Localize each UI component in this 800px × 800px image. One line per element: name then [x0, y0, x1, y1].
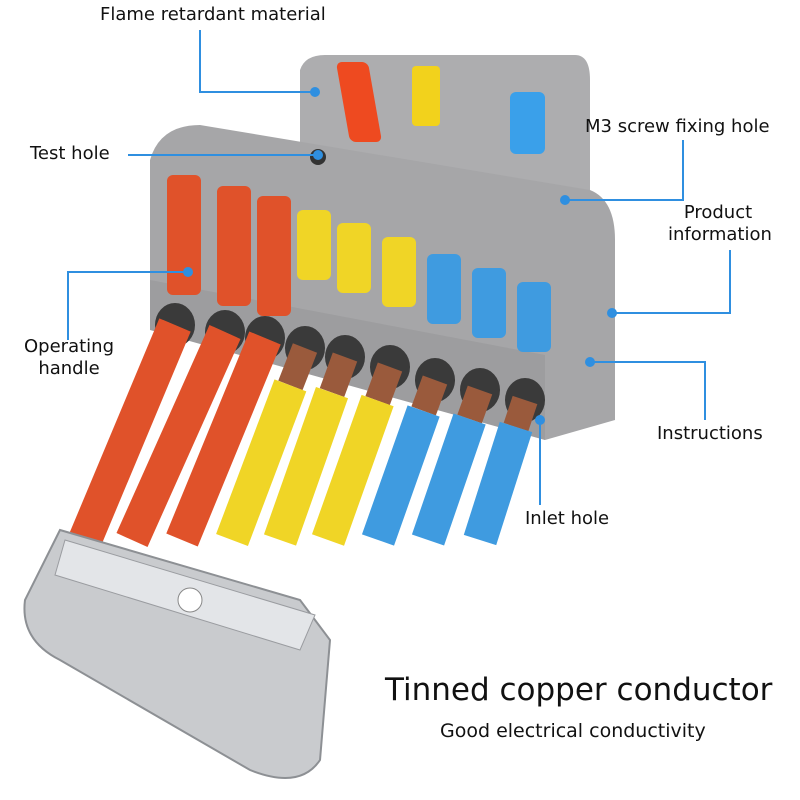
copper-core-5 — [319, 352, 358, 398]
blue-wire-8 — [411, 413, 486, 546]
clip-hole — [177, 587, 203, 613]
yellow-operating-handle-4[interactable] — [297, 210, 331, 280]
blue-wire-9 — [463, 421, 533, 546]
blue-operating-handle-7[interactable] — [427, 254, 461, 324]
yellow-operating-handle-5[interactable] — [337, 223, 371, 293]
caption-title: Tinned copper conductor — [385, 672, 773, 708]
callout-dots — [183, 87, 617, 425]
yellow-top-handle — [412, 66, 440, 126]
copper-core-6 — [365, 362, 403, 406]
label-test-hole: Test hole — [30, 143, 110, 164]
blue-top-handle — [510, 92, 545, 154]
tinned-copper-clip — [23, 528, 332, 779]
yellow-operating-handle-6[interactable] — [382, 237, 416, 307]
label-product-information: Product information — [668, 202, 772, 246]
blue-operating-handle-8[interactable] — [472, 268, 506, 338]
label-instructions: Instructions — [657, 423, 763, 444]
label-line: information — [668, 224, 772, 245]
copper-core-8 — [457, 385, 493, 424]
label-line: Operating — [24, 336, 114, 357]
red-operating-handle-3[interactable] — [257, 196, 291, 316]
blue-operating-handle-9[interactable] — [517, 282, 551, 352]
red-wire-1 — [69, 318, 191, 547]
red-operating-handle-1[interactable] — [167, 175, 201, 295]
label-line: Product — [683, 202, 753, 223]
red-operating-handle-2[interactable] — [217, 186, 251, 306]
copper-core-7 — [411, 375, 448, 416]
caption-subtitle: Good electrical conductivity — [440, 720, 706, 742]
label-m3-screw-hole: M3 screw fixing hole — [585, 116, 770, 137]
label-inlet-hole: Inlet hole — [525, 508, 610, 529]
yellow-wire-5 — [263, 386, 349, 546]
blue-wire-7 — [361, 405, 440, 546]
red-wire-3 — [166, 331, 281, 547]
callout-lines — [67, 30, 731, 505]
copper-core-4 — [278, 343, 318, 391]
yellow-wire-6 — [311, 394, 394, 546]
label-flame-retardant: Flame retardant material — [100, 4, 326, 25]
yellow-wire-4 — [216, 379, 307, 547]
copper-core-9 — [503, 395, 538, 432]
label-line: handle — [38, 358, 100, 379]
red-wire-2 — [116, 325, 241, 547]
red-top-handle — [336, 62, 382, 142]
label-operating-handle: Operating handle — [18, 336, 120, 380]
